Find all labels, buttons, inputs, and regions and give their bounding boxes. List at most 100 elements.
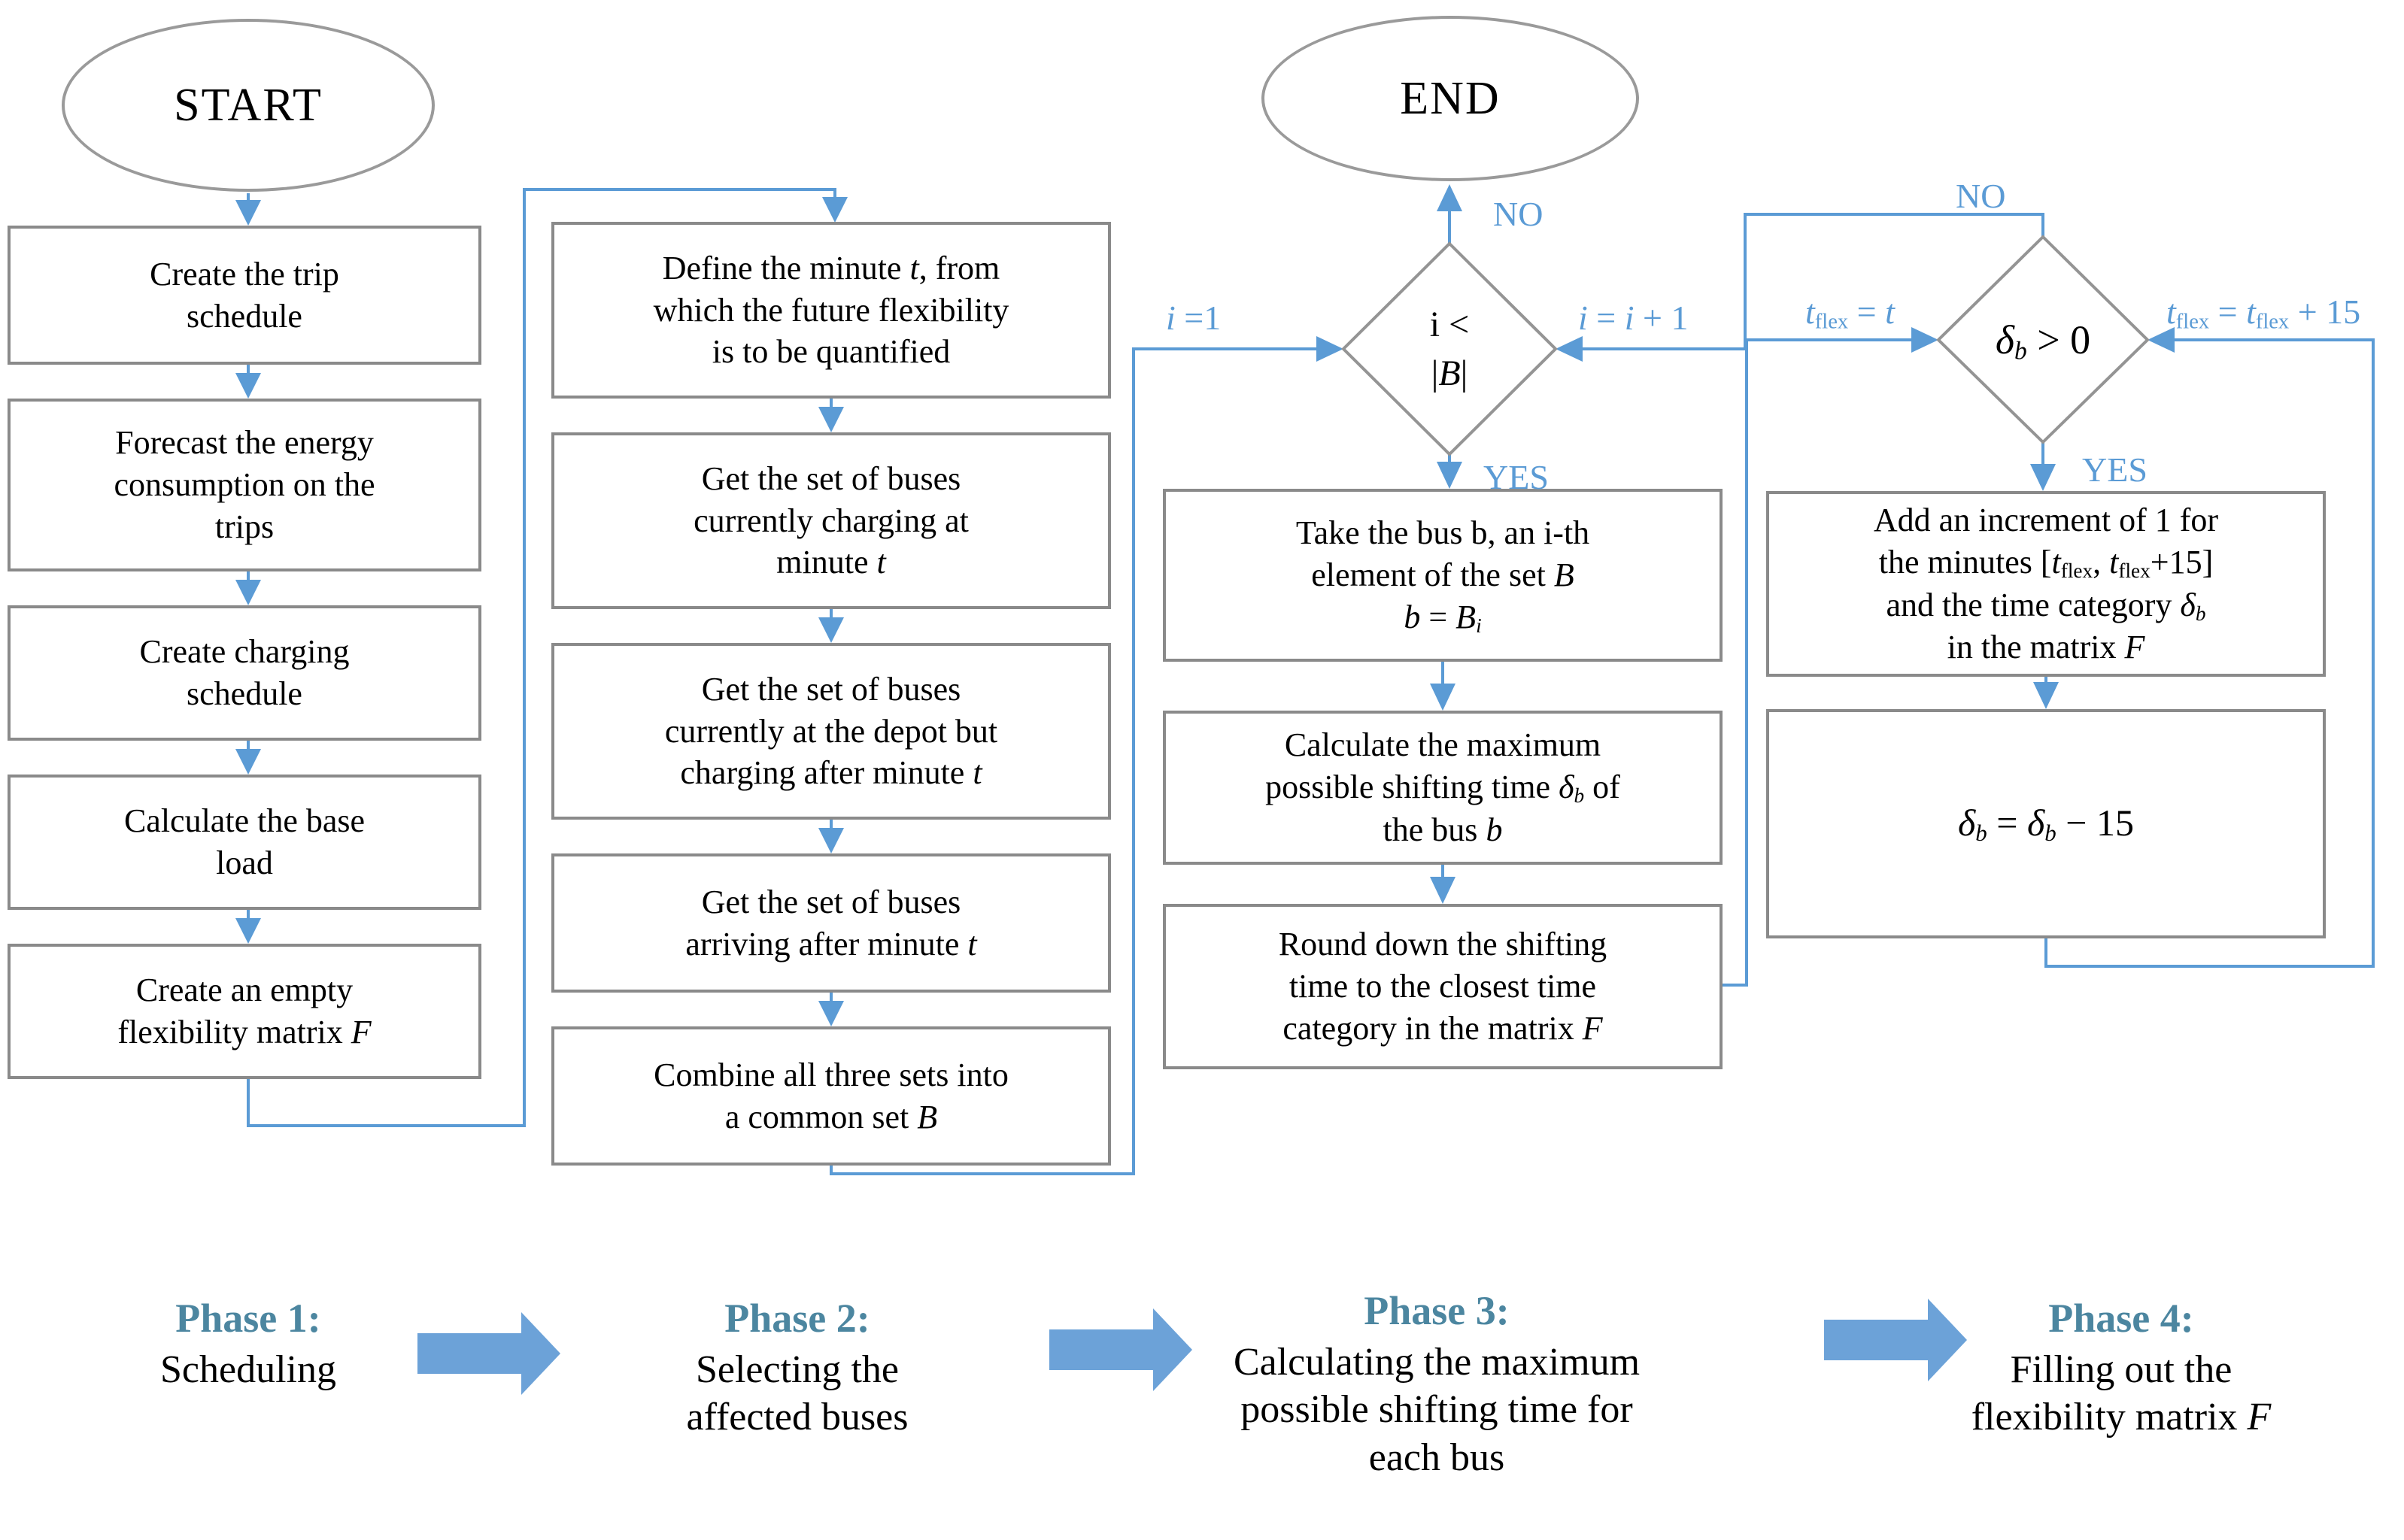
end-terminal: END xyxy=(1261,16,1639,181)
process-decrement-delta: δb = δb − 15 xyxy=(1766,709,2326,938)
phase1-heading: Phase 1: xyxy=(60,1295,436,1341)
arrowhead-icon xyxy=(818,1001,844,1026)
bar: | xyxy=(1460,353,1468,393)
var-B: B xyxy=(1455,598,1477,635)
sub-b: b xyxy=(2044,820,2056,847)
phase-heading-text: Phase 2: xyxy=(724,1296,870,1341)
arrowhead-icon xyxy=(1430,877,1455,904)
var-b: b xyxy=(1486,811,1503,848)
arrowhead-icon xyxy=(1437,462,1462,489)
process-forecast-energy: Forecast the energy consumption on the t… xyxy=(8,399,481,571)
process-buses-currently-charging: Get the set of buses currently charging … xyxy=(551,432,1111,609)
phase-arrow-1-icon xyxy=(417,1312,560,1395)
decision-text: i < xyxy=(1429,305,1470,345)
phase-heading-text: Phase 4: xyxy=(2048,1296,2194,1341)
arrowhead-icon xyxy=(235,200,261,226)
box-text: Round down the shifting time to the clos… xyxy=(1278,926,1607,1047)
arrowhead-icon xyxy=(2030,464,2056,491)
box-text: in the matrix xyxy=(1947,629,2117,666)
box-text: Get the set of buses currently at the de… xyxy=(664,670,998,792)
label-text: =1 xyxy=(1175,299,1222,337)
sub-i: i xyxy=(1476,614,1482,637)
box-text: Get the set of buses arriving after minu… xyxy=(685,883,961,962)
phase3-body: Calculating the maximum possible shiftin… xyxy=(1185,1338,1689,1481)
var-t: t xyxy=(1805,293,1815,331)
arrowhead-icon xyxy=(235,373,261,399)
phase-arrow-2-icon xyxy=(1049,1308,1192,1391)
var-t: t xyxy=(909,249,919,286)
process-take-bus-b: Take the bus b, an i-th element of the s… xyxy=(1163,489,1723,662)
box-text: Forecast the energy consumption on the t… xyxy=(114,424,375,545)
label-yes-2: YES xyxy=(2082,450,2148,490)
label-text: YES xyxy=(2082,450,2148,489)
arrowhead-icon xyxy=(818,617,844,643)
arrowhead-icon xyxy=(1430,684,1455,711)
arrowhead-icon xyxy=(2033,682,2059,709)
phase-body-text: Scheduling xyxy=(160,1348,336,1391)
sub-flex: flex xyxy=(2060,559,2093,582)
decision-diamond-delta-gt-0 xyxy=(1936,235,2150,444)
box-text: of the bus xyxy=(1383,768,1620,848)
label-text: + 1 xyxy=(1634,299,1689,337)
var-F: F xyxy=(1582,1009,1603,1047)
phase-heading-text: Phase 3: xyxy=(1364,1288,1510,1333)
box-text: Take the bus b, an i-th element of the s… xyxy=(1295,514,1590,593)
var-F: F xyxy=(2124,629,2145,666)
decision-text: > 0 xyxy=(2026,317,2091,362)
var-i: i xyxy=(1578,299,1588,337)
box-text: Calculate the base load xyxy=(123,802,366,881)
phase-body-text: Selecting the affected buses xyxy=(686,1348,909,1439)
var-B: B xyxy=(1553,556,1574,593)
var-t: t xyxy=(2166,293,2176,331)
phase-body-text: Calculating the maximum possible shiftin… xyxy=(1233,1341,1641,1479)
box-text: , xyxy=(2093,543,2110,581)
label-i-init: i =1 xyxy=(1166,298,1221,338)
var-t: t xyxy=(2109,543,2119,581)
label-text: NO xyxy=(1956,177,2006,215)
connector-tflex-increment xyxy=(2044,338,2375,968)
label-tflex-increment: tflex = tflex + 15 xyxy=(2166,292,2360,334)
box-text: , from which the future flexibility is t… xyxy=(653,249,1009,371)
phase1-body: Scheduling xyxy=(60,1346,436,1393)
process-create-charging-schedule: Create charging schedule xyxy=(8,605,481,741)
label-yes-1: YES xyxy=(1483,457,1549,497)
arrowhead-icon xyxy=(235,749,261,775)
connector-i-init xyxy=(830,347,1318,1175)
var-t: t xyxy=(876,544,886,581)
process-round-down: Round down the shifting time to the clos… xyxy=(1163,904,1723,1069)
phase-body-text: Filling out the flexibility matrix xyxy=(1971,1348,2238,1439)
var-delta: δ xyxy=(2180,586,2196,623)
var-b: b xyxy=(1404,598,1421,635)
var-t: t xyxy=(2051,543,2061,581)
process-calc-shifting-time: Calculate the maximum possible shifting … xyxy=(1163,711,1723,865)
var-t: t xyxy=(1885,293,1895,331)
sub-b: b xyxy=(1975,820,1987,847)
var-F: F xyxy=(2247,1396,2272,1439)
box-text: = xyxy=(1987,802,2027,844)
arrowhead-icon xyxy=(822,197,848,223)
box-text: Add an increment of 1 for the minutes [ xyxy=(1873,501,2219,581)
sub-b: b xyxy=(2014,336,2027,365)
sub-b: b xyxy=(2195,602,2206,625)
arrowhead-icon xyxy=(818,828,844,853)
start-terminal: START xyxy=(62,19,435,192)
connector-tflex-init xyxy=(1723,338,1913,987)
var-i: i xyxy=(1166,299,1176,337)
process-buses-arriving: Get the set of buses arriving after minu… xyxy=(551,853,1111,993)
bar: | xyxy=(1431,353,1439,393)
label-text: = xyxy=(2209,293,2247,331)
arrowhead-icon xyxy=(235,580,261,605)
phase2-heading: Phase 2: xyxy=(609,1295,985,1341)
label-tflex-init: tflex = t xyxy=(1805,292,1895,334)
phase4-body: Filling out the flexibility matrix F xyxy=(1903,1346,2339,1441)
arrowhead-icon xyxy=(2148,327,2175,353)
process-create-empty-matrix: Create an empty flexibility matrix F xyxy=(8,944,481,1079)
connector-i-increment xyxy=(1581,213,2044,350)
decision-text-delta-gt-0: δb > 0 xyxy=(1949,299,2137,383)
var-F: F xyxy=(351,1014,372,1050)
arrowhead-icon xyxy=(235,918,261,944)
process-combine-sets: Combine all three sets into a common set… xyxy=(551,1026,1111,1166)
sub-flex: flex xyxy=(2175,310,2210,334)
box-text: Create the trip schedule xyxy=(150,255,339,335)
